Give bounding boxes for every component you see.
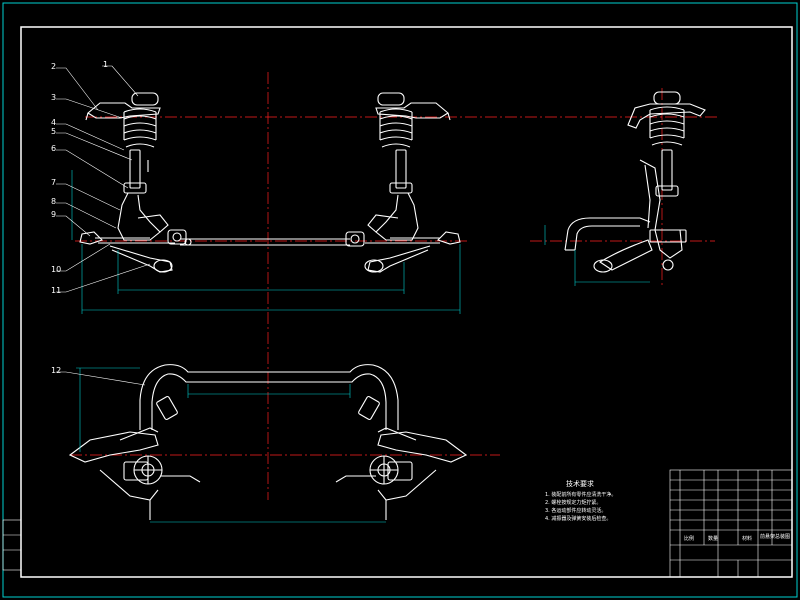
title-block-material-label: 材料 (742, 536, 753, 542)
callout-1: 1 (103, 60, 109, 69)
title-block-scale-label: 比例 (684, 536, 695, 542)
callout-5: 5 (51, 127, 57, 136)
callout-11: 11 (51, 286, 62, 295)
note-line: 1. 装配前所有零件应清洗干净。 (545, 492, 617, 498)
binding-margin-strip (2, 519, 22, 571)
front-view (79, 92, 461, 273)
dimension-lines (71, 170, 650, 523)
title-block-quantity-label: 数量 (708, 536, 719, 542)
callout-2: 2 (51, 62, 57, 71)
callout-6: 6 (51, 144, 57, 153)
side-view (564, 91, 706, 273)
callout-9: 9 (51, 210, 57, 219)
callout-10: 10 (51, 265, 62, 274)
top-view (68, 364, 468, 520)
callout-3: 3 (51, 93, 57, 102)
notes-title: 技术要求 (566, 480, 594, 488)
title-block-part-name: 前悬架总装图 (760, 534, 791, 540)
callout-7: 7 (51, 178, 57, 187)
note-line: 3. 各运动部件应转动灵活。 (545, 508, 607, 514)
callout-8: 8 (51, 197, 57, 206)
note-line: 2. 螺栓按规定力矩拧紧。 (545, 500, 602, 506)
note-line: 4. 减振器及弹簧安装后检查。 (545, 516, 612, 522)
callout-12: 12 (51, 366, 62, 375)
callout-leaders (56, 65, 151, 386)
drawing-frame (20, 26, 793, 578)
callout-4: 4 (51, 118, 57, 127)
centerlines (70, 72, 720, 500)
title-block (669, 469, 793, 578)
